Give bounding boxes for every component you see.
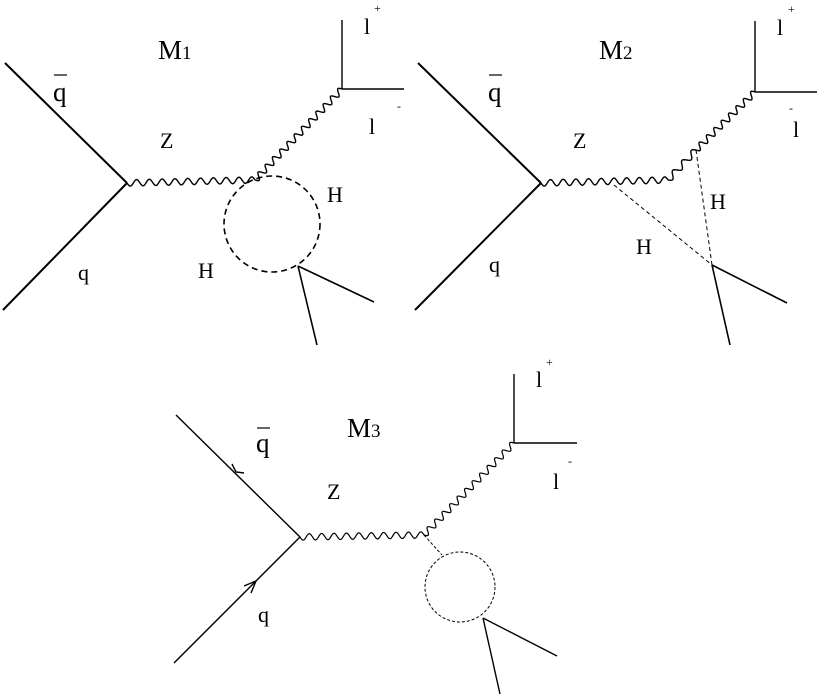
outgoing-line-right <box>297 265 375 303</box>
diagram-title-m1: M1 <box>158 35 192 65</box>
higgs-line-upper <box>695 149 713 266</box>
outgoing-line-down <box>711 264 731 346</box>
z-boson-to-leptons <box>695 90 756 152</box>
lepton-minus-sign: - <box>568 454 572 468</box>
z-boson-label: Z <box>327 479 340 504</box>
antiquark-line <box>417 62 542 184</box>
higgs-label-lower: H <box>198 258 214 283</box>
higgs-connector <box>423 534 443 556</box>
quark-label: q <box>78 260 89 285</box>
quark-arrow <box>243 579 258 594</box>
lepton-plus-label: l <box>536 367 542 392</box>
z-boson-label: Z <box>573 128 586 153</box>
z-boson-propagator <box>299 531 425 541</box>
quark-label: q <box>489 252 500 277</box>
quark-label: q <box>258 602 269 627</box>
lepton-plus-label: l <box>364 14 370 39</box>
outgoing-line-right <box>482 617 558 657</box>
z-boson-label: Z <box>160 128 173 153</box>
quark-line <box>2 182 128 311</box>
outgoing-line-down <box>482 617 501 695</box>
antiquark-line <box>175 414 301 538</box>
higgs-label-upper: H <box>327 182 343 207</box>
lepton-minus-label: l <box>369 114 375 139</box>
higgs-line-lower <box>613 184 713 266</box>
lepton-minus-sign: - <box>789 101 793 115</box>
outgoing-line-right <box>711 264 788 304</box>
diagram-m2: M2 q q Z H H l + l - <box>414 2 817 346</box>
quark-line <box>414 182 542 311</box>
lepton-minus-label: l <box>553 469 559 494</box>
antiquark-line <box>4 62 128 184</box>
antiquark-label: q <box>488 77 502 107</box>
outgoing-line-down <box>297 265 318 346</box>
lepton-plus-sign: + <box>546 355 553 369</box>
higgs-loop <box>223 175 321 273</box>
diagram-m3: M3 q q Z l + l - <box>173 355 577 695</box>
lepton-minus-label: l <box>793 117 799 142</box>
antiquark-label: q <box>256 428 270 458</box>
z-boson-to-leptons <box>423 441 515 537</box>
higgs-loop <box>424 551 496 623</box>
antiquark-label: q <box>53 77 67 107</box>
lepton-plus-sign: + <box>788 2 795 16</box>
lepton-minus-sign: - <box>397 99 401 113</box>
higgs-label-lower: H <box>636 234 652 259</box>
diagram-title-m2: M2 <box>599 35 633 65</box>
higgs-label-upper: H <box>710 189 726 214</box>
antiquark-arrow <box>231 463 245 474</box>
z-boson-propagator-2 <box>667 149 697 181</box>
diagram-title-m3: M3 <box>347 413 381 443</box>
lepton-plus-sign: + <box>374 1 381 15</box>
lepton-plus-label: l <box>777 15 783 40</box>
quark-line <box>173 536 301 664</box>
z-boson-to-leptons <box>254 87 343 182</box>
z-boson-propagator <box>126 176 256 187</box>
diagram-m1: M1 q q Z H H l + l - <box>2 1 404 346</box>
z-boson-propagator <box>540 176 669 187</box>
